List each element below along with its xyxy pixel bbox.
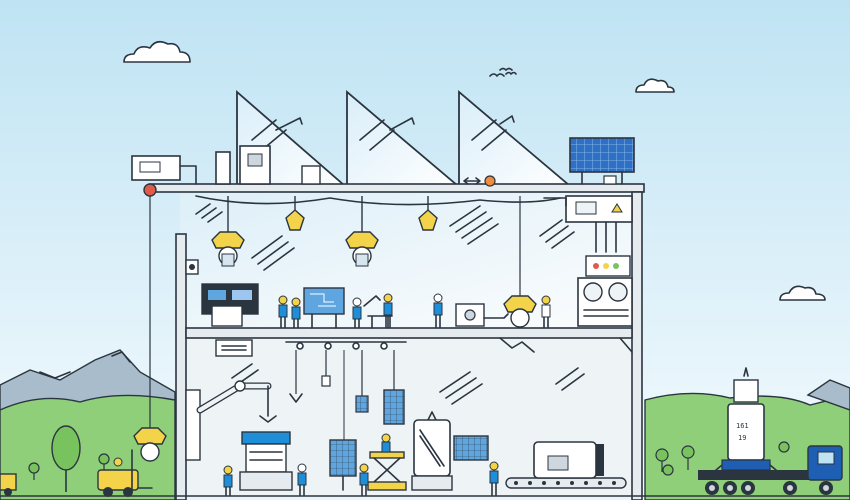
cloud-icon <box>123 40 191 63</box>
workers <box>278 293 551 328</box>
transport-truck <box>698 445 843 495</box>
sawtooth-roof <box>236 90 573 187</box>
tree-icon <box>28 425 110 492</box>
middle-floor <box>185 327 633 339</box>
crane-gripper <box>211 196 245 267</box>
roof-arrow-icon <box>463 175 496 187</box>
cloud-icon <box>635 78 675 93</box>
payload-stencil: 19 <box>738 434 746 442</box>
robotic-arm <box>185 380 277 461</box>
forklift <box>97 449 153 497</box>
rooftop-hvac <box>131 155 197 197</box>
crane-gripper <box>285 196 305 231</box>
forklift <box>0 473 17 496</box>
payload-stencil: 161 <box>736 422 749 430</box>
payload-container: 161 19 <box>715 367 777 471</box>
crane-gripper <box>418 196 438 231</box>
satellite-bus <box>239 431 293 491</box>
workers-lower <box>223 461 499 496</box>
solar-array <box>329 439 357 491</box>
blueprint-board <box>303 287 345 329</box>
cloud-icon <box>779 285 826 301</box>
right-wall <box>631 191 643 500</box>
ceiling-vent <box>215 339 253 357</box>
left-wall <box>175 233 187 500</box>
solar-panel <box>569 137 635 185</box>
ac-unit <box>577 255 633 327</box>
tree-icon <box>655 441 790 476</box>
crane-gripper <box>133 427 167 462</box>
satellite-large <box>411 411 489 491</box>
wall-hatching <box>195 203 585 405</box>
electrical-panel <box>543 195 633 253</box>
work-desk <box>363 295 393 329</box>
control-console <box>201 283 259 327</box>
security-camera <box>185 259 199 275</box>
birds-icon <box>489 67 517 77</box>
roof-slab <box>149 183 645 193</box>
scissor-lift <box>367 433 407 491</box>
test-machine <box>455 303 509 327</box>
crane-gripper <box>503 196 537 328</box>
hanging-parts <box>289 350 405 440</box>
rooftop-machine <box>215 145 321 185</box>
conveyor <box>505 441 627 489</box>
crane-gripper <box>345 196 379 267</box>
